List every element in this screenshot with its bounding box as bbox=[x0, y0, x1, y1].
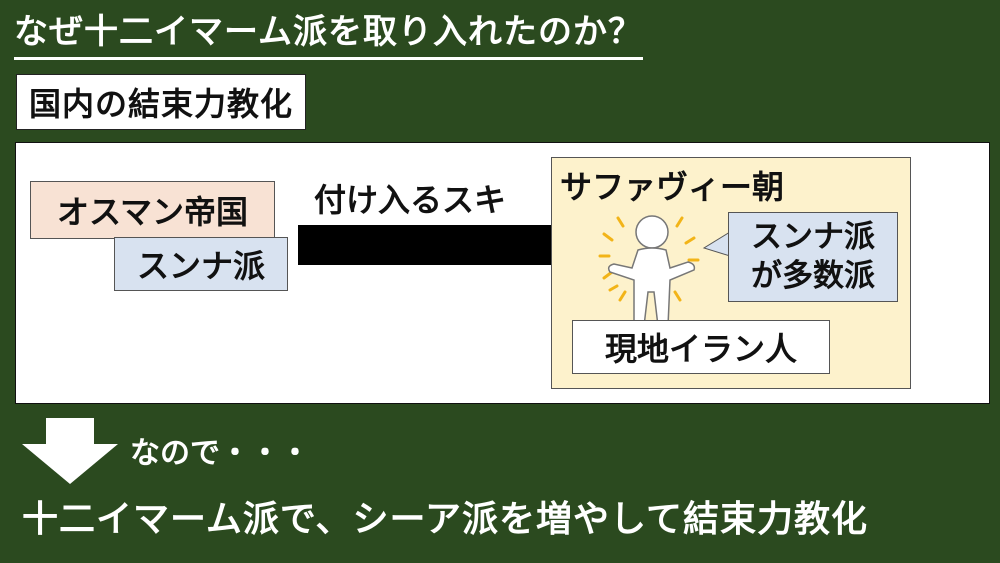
page-title: なぜ十二イマーム派を取り入れたのか？ bbox=[14, 4, 643, 60]
arrow-label: 付け入るスキ bbox=[314, 181, 507, 219]
safavid-box: サファヴィー朝 スンナ派 が多数派 bbox=[551, 157, 911, 389]
majority-speech-bubble: スンナ派 が多数派 bbox=[728, 212, 898, 302]
diagram-panel: オスマン帝国 スンナ派 付け入るスキ サファヴィー朝 bbox=[15, 142, 990, 404]
ottoman-empire-box: オスマン帝国 bbox=[30, 181, 275, 239]
therefore-text: なので・・・ bbox=[130, 436, 310, 471]
safavid-label: サファヴィー朝 bbox=[560, 168, 785, 206]
majority-line-2: が多数派 bbox=[751, 258, 875, 294]
down-arrow-icon bbox=[22, 418, 118, 484]
majority-line-1: スンナ派 bbox=[751, 219, 875, 256]
conclusion-text: 十二イマーム派で、シーア派を増やして結束力教化 bbox=[22, 499, 868, 540]
ottoman-sunni-box: スンナ派 bbox=[114, 237, 288, 291]
section-heading: 国内の結束力教化 bbox=[16, 74, 307, 130]
person-icon bbox=[598, 215, 700, 327]
right-arrow-icon bbox=[298, 205, 616, 285]
local-iranians-box: 現地イラン人 bbox=[572, 320, 830, 374]
